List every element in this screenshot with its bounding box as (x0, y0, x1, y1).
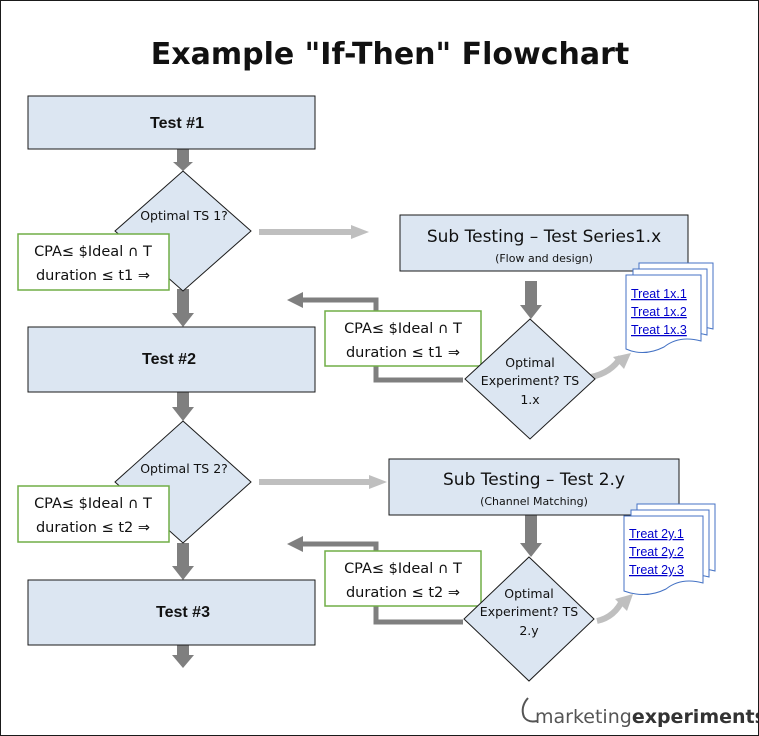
experiment-diamond-1: Optimal Experiment? TS 1.x (464, 318, 596, 440)
connector-subtest2-to-experiment2 (520, 515, 542, 557)
connector-test2-to-decision2 (172, 392, 194, 421)
experiment-1-line-2: Experiment? TS (481, 373, 579, 388)
connector-experiment1-to-treatments1 (590, 353, 631, 380)
experiment-2-line-1: Optimal (504, 586, 553, 601)
connector-experiment2-to-treatments2 (596, 594, 633, 624)
condition-1-line-2: duration ≤ t1 ⇒ (36, 268, 150, 284)
logo: marketingexperiments (521, 697, 758, 728)
subtest-box-2: Sub Testing – Test 2.y (Channel Matching… (388, 458, 680, 516)
experiment-diamond-2: Optimal Experiment? TS 2.y (463, 556, 595, 682)
condition-2-line-1: CPA≤ $Ideal ∩ T (344, 321, 462, 337)
page-title: Example "If-Then" Flowchart (151, 37, 629, 72)
connector-test3-down (172, 645, 194, 668)
treat-2y-1-link[interactable]: Treat 2y.1 (629, 527, 684, 541)
connector-decision2-to-subtest2 (259, 475, 387, 489)
connector-test1-to-decision1 (173, 149, 193, 171)
treat-2y-3-link[interactable]: Treat 2y.3 (629, 563, 684, 577)
decision-ts1-label: Optimal TS 1? (140, 208, 228, 223)
decision-ts2-label: Optimal TS 2? (140, 461, 228, 476)
condition-4-line-2: duration ≤ t2 ⇒ (346, 585, 460, 601)
treat-1x-2-link[interactable]: Treat 1x.2 (631, 305, 687, 319)
logo-part-2: experiments (632, 706, 758, 728)
experiment-2-line-3: 2.y (519, 623, 539, 638)
treat-1x-1-link[interactable]: Treat 1x.1 (631, 287, 687, 301)
subtest-2-subtitle: (Channel Matching) (480, 495, 588, 508)
experiment-2-line-2: Experiment? TS (480, 604, 578, 619)
subtest-1-subtitle: (Flow and design) (495, 252, 593, 265)
logo-swoosh-icon (521, 697, 538, 723)
test-2-label: Test #2 (142, 351, 196, 368)
logo-part-1: marketing (535, 706, 632, 728)
condition-box-3: CPA≤ $Ideal ∩ T duration ≤ t2 ⇒ (17, 485, 170, 543)
test-3-label: Test #3 (156, 604, 210, 621)
process-box-test-3: Test #3 (27, 579, 316, 646)
condition-1-line-1: CPA≤ $Ideal ∩ T (34, 244, 152, 260)
connector-decision1-to-subtest1 (259, 225, 369, 239)
condition-3-line-1: CPA≤ $Ideal ∩ T (34, 496, 152, 512)
experiment-1-line-1: Optimal (505, 355, 554, 370)
condition-box-1: CPA≤ $Ideal ∩ T duration ≤ t1 ⇒ (17, 233, 170, 291)
svg-text:marketingexperiments: marketingexperiments (535, 706, 758, 728)
treat-1x-3-link[interactable]: Treat 1x.3 (631, 323, 687, 337)
connector-subtest1-to-experiment1 (520, 281, 542, 319)
condition-box-2: CPA≤ $Ideal ∩ T duration ≤ t1 ⇒ (324, 310, 482, 367)
process-box-test-2: Test #2 (27, 326, 316, 393)
treatment-docs-2: Treat 2y.1 Treat 2y.2 Treat 2y.3 (623, 503, 716, 595)
process-box-test-1: Test #1 (27, 95, 316, 150)
condition-3-line-2: duration ≤ t2 ⇒ (36, 520, 150, 536)
condition-box-4: CPA≤ $Ideal ∩ T duration ≤ t2 ⇒ (324, 550, 482, 607)
treatment-docs-1: Treat 1x.1 Treat 1x.2 Treat 1x.3 (625, 262, 714, 353)
treat-2y-2-link[interactable]: Treat 2y.2 (629, 545, 684, 559)
subtest-1-title: Sub Testing – Test Series1.x (427, 227, 661, 247)
connector-decision1-to-test2 (172, 289, 194, 327)
subtest-2-title: Sub Testing – Test 2.y (443, 470, 625, 490)
subtest-box-1: Sub Testing – Test Series1.x (Flow and d… (399, 214, 689, 272)
condition-4-line-1: CPA≤ $Ideal ∩ T (344, 561, 462, 577)
condition-2-line-2: duration ≤ t1 ⇒ (346, 345, 460, 361)
connector-decision2-to-test3 (172, 543, 194, 580)
experiment-1-line-3: 1.x (520, 392, 539, 407)
test-1-label: Test #1 (150, 115, 204, 132)
